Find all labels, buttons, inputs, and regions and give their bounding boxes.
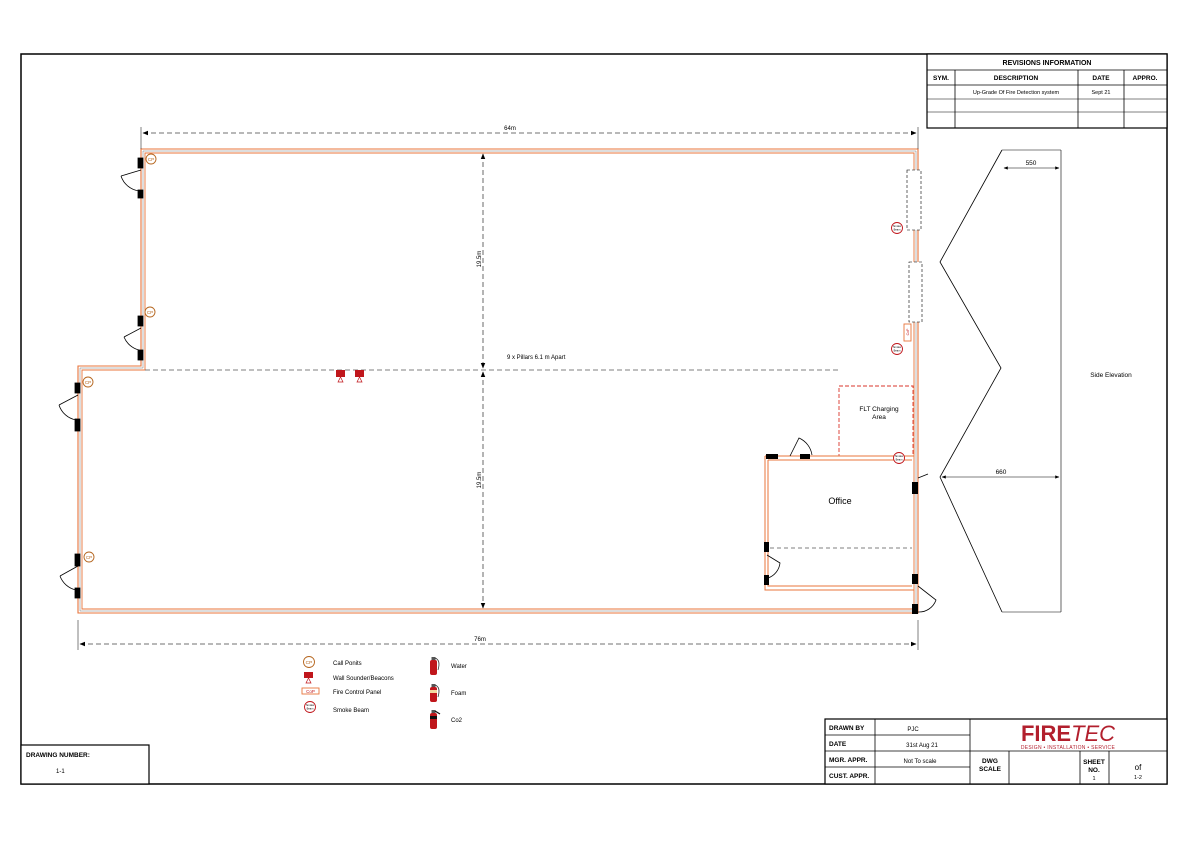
logo-tec: TEC	[1071, 721, 1115, 746]
svg-text:CP: CP	[148, 157, 154, 162]
legend: CP Call Ponits Wall Sounder/Beacons CoP …	[301, 656, 467, 729]
title-block: DRAWN BY PJC DATE 31st Aug 21 MGR. APPR.…	[824, 718, 1168, 785]
revisions-row-description: Up-Grade Of Fire Detection system	[973, 90, 1060, 96]
svg-text:CP: CP	[306, 660, 313, 666]
dimension-lower-height-label: 19.5m	[477, 472, 483, 489]
flt-charging-area	[838, 385, 914, 457]
svg-text:Beam: Beam	[896, 458, 903, 462]
logo-tagline: DESIGN • INSTALLATION • SERVICE	[1021, 745, 1116, 751]
drawing-number-label: DRAWING NUMBER:	[26, 752, 90, 759]
svg-text:Beam: Beam	[894, 228, 901, 232]
office-room	[764, 437, 937, 614]
svg-text:CP: CP	[85, 380, 91, 385]
smoke-beam-2: Smoke Beam	[891, 343, 903, 355]
dwg-scale-label-1: DWG	[982, 758, 998, 765]
sheet-no-label-1: SHEET	[1083, 759, 1105, 766]
legend-call-point: CP Call Ponits	[303, 656, 362, 668]
call-point-4: CP	[83, 551, 95, 563]
drawn-by-value: PJC	[907, 727, 919, 733]
flt-charging-area-label-1: FLT Charging	[859, 406, 899, 413]
fire-control-panel: CoP	[903, 323, 912, 342]
wall-sounder-beacon-1	[336, 370, 345, 383]
revisions-header-appro: APPRO.	[1133, 75, 1158, 82]
logo-fire: FIRE	[1021, 721, 1071, 746]
sheet-no-value: 1	[1092, 776, 1095, 782]
sheet-border	[20, 53, 1168, 785]
svg-text:Smoke: Smoke	[895, 454, 904, 458]
date-value: 31st Aug 21	[906, 743, 938, 749]
mgr-appr-label: MGR. APPR.	[829, 757, 868, 764]
legend-call-point-label: Call Ponits	[333, 661, 362, 667]
legend-smoke-beam: Smoke Beam Smoke Beam	[304, 701, 369, 714]
door-left-2	[123, 315, 144, 361]
cust-appr-label: CUST. APPR.	[829, 773, 869, 780]
smoke-beam-3: Smoke Beam	[893, 452, 905, 464]
wall-sounder-beacon-2	[355, 370, 364, 383]
building-wall-outer	[77, 148, 919, 614]
revisions-header-sym: SYM.	[933, 75, 949, 82]
svg-text:CP: CP	[86, 555, 92, 560]
svg-text:Smoke: Smoke	[893, 345, 902, 349]
legend-co2-label: Co2	[451, 718, 463, 724]
dimension-bottom-label: 76m	[474, 637, 486, 643]
legend-smoke-beam-label: Smoke Beam	[333, 708, 369, 714]
svg-text:Smoke: Smoke	[893, 224, 902, 228]
revisions-header-description: DESCRIPTION	[994, 75, 1039, 82]
dimension-upper-height-label: 19.5m	[477, 251, 483, 268]
of-label: of	[1135, 763, 1142, 772]
side-elevation-dim-mid-label: 660	[996, 469, 1007, 476]
of-value: 1-2	[1134, 775, 1142, 781]
roller-door-1	[906, 169, 922, 231]
mgr-appr-value: Not To scale	[904, 759, 938, 765]
foam-extinguisher-icon: Foam	[430, 684, 466, 702]
svg-text:Beam: Beam	[894, 349, 901, 353]
floor-plan: 64m 76m 19.5m 19.5m 9 x Pillars 6.1 m Ap…	[58, 126, 937, 650]
side-elevation-dim-top-label: 550	[1026, 160, 1037, 167]
date-label: DATE	[829, 741, 847, 748]
pillars-note: 9 x Pillars 6.1 m Apart	[507, 355, 566, 361]
office-label: Office	[828, 496, 851, 506]
revisions-header-date: DATE	[1092, 75, 1110, 82]
legend-wall-sounder-label: Wall Sounder/Beacons	[333, 676, 394, 682]
svg-text:CoP: CoP	[306, 689, 315, 694]
dimension-top-label: 64m	[504, 126, 516, 132]
call-point-2: CP	[144, 306, 156, 318]
building-wall-inner	[81, 152, 915, 610]
svg-text:CP: CP	[147, 310, 153, 315]
legend-wall-sounder: Wall Sounder/Beacons	[304, 672, 394, 684]
legend-fire-control-panel-label: Fire Control Panel	[333, 690, 381, 696]
call-point-1: CP	[145, 153, 157, 165]
firetec-logo: FIRETEC DESIGN • INSTALLATION • SERVICE	[1021, 721, 1116, 751]
drawing-number-value: 1-1	[56, 769, 65, 775]
flt-charging-area-label-2: Area	[872, 414, 886, 421]
revisions-row-date: Sept 21	[1092, 90, 1111, 96]
svg-text:Beam: Beam	[307, 707, 314, 711]
water-extinguisher-icon: Water	[430, 657, 467, 675]
door-left-4	[59, 553, 81, 599]
co2-extinguisher-icon: Co2	[430, 710, 463, 729]
revisions-table: REVISIONS INFORMATION SYM. DESCRIPTION D…	[926, 53, 1168, 129]
call-point-3: CP	[82, 376, 94, 388]
legend-fire-control-panel: CoP Fire Control Panel	[301, 687, 381, 696]
svg-text:Smoke: Smoke	[306, 703, 315, 707]
svg-text:CoP: CoP	[906, 328, 910, 335]
door-left-1	[120, 157, 144, 199]
revisions-title: REVISIONS INFORMATION	[1003, 60, 1092, 67]
side-elevation-title: Side Elevation	[1090, 372, 1132, 379]
side-elevation: 550 660 Side Elevation	[939, 149, 1132, 613]
legend-water-label: Water	[451, 664, 467, 670]
dwg-scale-label-2: SCALE	[979, 766, 1002, 773]
door-left-3	[58, 382, 81, 432]
legend-foam-label: Foam	[451, 691, 466, 697]
drawn-by-label: DRAWN BY	[829, 725, 865, 732]
roller-door-2	[908, 261, 923, 323]
svg-text:FIRETEC: FIRETEC	[1021, 721, 1115, 746]
sheet-no-label-2: NO.	[1088, 767, 1100, 774]
drawing-number-box: DRAWING NUMBER: 1-1	[20, 744, 150, 785]
smoke-beam-1: Smoke Beam	[891, 222, 903, 234]
